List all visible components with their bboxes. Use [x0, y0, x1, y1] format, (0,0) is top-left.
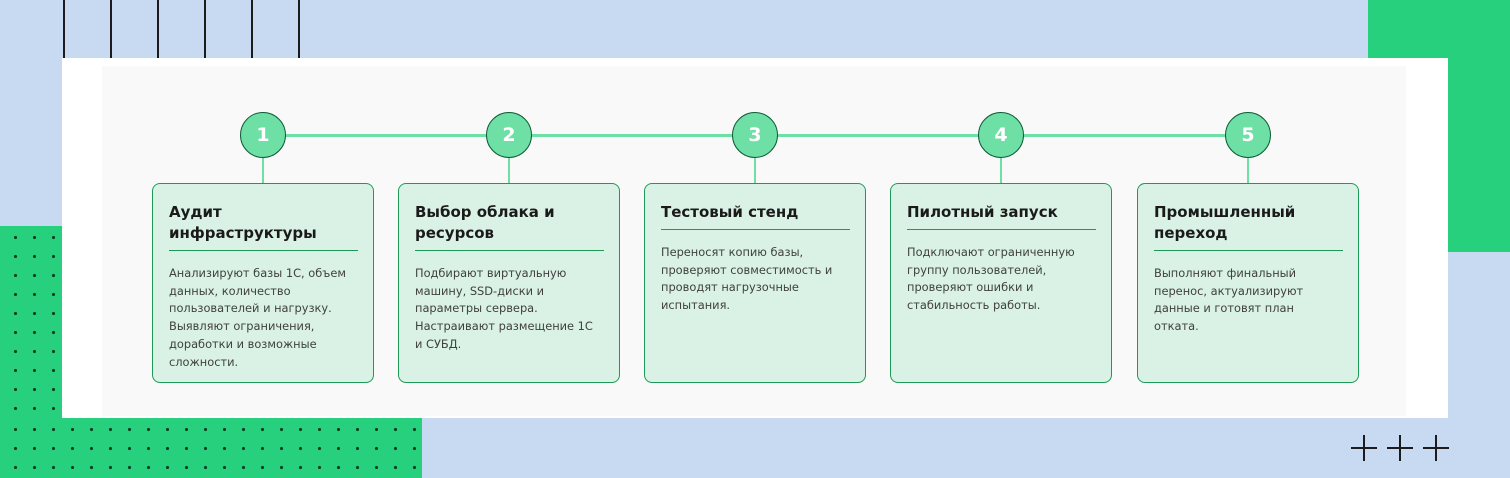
description-line: Выявляют ограничения,	[169, 319, 315, 334]
step-number-badge: 1	[240, 112, 286, 158]
description-line: Анализируют базы 1С, объем	[169, 266, 346, 280]
step-title: Пилотный запуск	[907, 202, 1096, 230]
step-number-badge: 2	[486, 112, 532, 158]
step-card: Выбор облака и ресурсов Подбирают виртуа…	[398, 183, 620, 383]
description-line: Подбирают виртуальную	[415, 266, 567, 280]
step-connector	[1000, 158, 1002, 184]
decor-line	[63, 0, 65, 58]
description-line: Подключают ограниченную	[907, 245, 1075, 259]
plus-icon	[1351, 435, 1377, 461]
step-description: Подбирают виртуальную машину, SSD-диски …	[415, 265, 604, 354]
description-line: пользователей и нагрузку.	[169, 301, 332, 316]
step-card: Пилотный запуск Подключают ограниченную …	[890, 183, 1112, 383]
description-line: проверяют совместимость и	[661, 262, 833, 277]
step-card: Тестовый стенд Переносят копию базы, про…	[644, 183, 866, 383]
plus-icon	[1387, 435, 1413, 461]
decor-line	[157, 0, 159, 58]
step-connector	[262, 158, 264, 184]
description-line: Переносят копию базы,	[661, 245, 804, 259]
description-line: Выполняют финальный	[1154, 266, 1297, 280]
description-line: машину, SSD-диски и	[415, 283, 545, 298]
decor-line	[204, 0, 206, 58]
step-description: Переносят копию базы, проверяют совмести…	[661, 244, 850, 315]
description-line: испытания.	[661, 298, 731, 313]
description-line: отката.	[1154, 319, 1199, 334]
description-line: Настраивают размещение 1С	[415, 319, 593, 334]
step-number-badge: 5	[1225, 112, 1271, 158]
step-card: Промышленный переход Выполняют финальный…	[1137, 183, 1359, 383]
description-line: стабильность работы.	[907, 298, 1041, 313]
description-line: проверяют ошибки и	[907, 280, 1034, 295]
step-connector	[754, 158, 756, 184]
description-line: данных, количество	[169, 283, 291, 298]
step-number-badge: 4	[978, 112, 1024, 158]
step-title: Промышленный переход	[1154, 202, 1343, 251]
step-card: Аудит инфраструктуры Анализируют базы 1С…	[152, 183, 374, 383]
plus-icon	[1423, 435, 1449, 461]
description-line: данные и готовят план	[1154, 301, 1294, 316]
step-title: Тестовый стенд	[661, 202, 850, 230]
description-line: сложности.	[169, 354, 239, 369]
description-line: проводят нагрузочные	[661, 280, 799, 295]
decor-dot-pattern-bottom	[0, 418, 422, 478]
step-description: Анализируют базы 1С, объем данных, колич…	[169, 265, 358, 371]
step-description: Подключают ограниченную группу пользоват…	[907, 244, 1096, 315]
decor-line	[251, 0, 253, 58]
description-line: и СУБД.	[415, 336, 462, 351]
step-connector	[508, 158, 510, 184]
description-line: доработки и возможные	[169, 336, 317, 351]
description-line: группу пользователей,	[907, 262, 1047, 277]
step-connector	[1247, 158, 1249, 184]
decor-line	[298, 0, 300, 58]
step-number-badge: 3	[732, 112, 778, 158]
step-description: Выполняют финальный перенос, актуализиру…	[1154, 265, 1343, 336]
description-line: параметры сервера.	[415, 301, 538, 316]
decor-line	[110, 0, 112, 58]
description-line: перенос, актуализируют	[1154, 283, 1304, 298]
step-title: Выбор облака и ресурсов	[415, 202, 604, 251]
step-title: Аудит инфраструктуры	[169, 202, 358, 251]
